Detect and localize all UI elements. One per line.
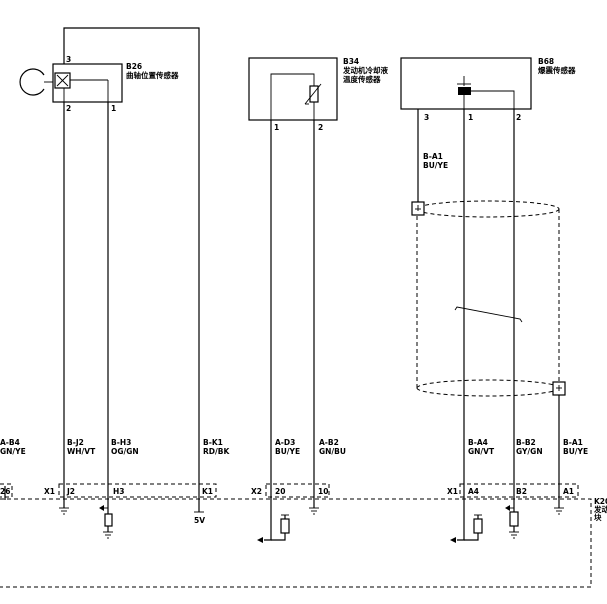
h3-input-circuit [99,505,113,539]
shield-wire-circuit: B-A1 [423,152,443,161]
b68-pin-2: 2 [516,113,521,122]
b34-id: B34 [343,57,359,66]
b34-box [248,57,338,121]
ground-icon [59,505,69,515]
wire-label-color: BU/YE [275,447,300,456]
resistor-icon [280,518,290,534]
connector-pin: H3 [113,487,125,496]
ground-icon [309,505,319,515]
connector-x1-right: X1 A4 B2 A1 [447,483,579,498]
5v-label: 5V [194,516,205,525]
wire-label-color: GN/BU [319,447,346,456]
k20-name-line1: 发动 [593,504,607,514]
b34-name-line1: 发动机冷却液 [342,65,388,75]
shield-wire-color: BU/YE [423,161,448,170]
b26-crank-sensor: B26 曲轴位置传感器 3 2 1 [19,55,179,113]
b68-pin-1: 1 [468,113,473,122]
b2-input-circuit [505,505,519,539]
x2-20-input-circuit [257,505,290,543]
wire-label-circuit: A-D3 [275,438,295,447]
b26-pin-2: 2 [66,104,71,113]
connector-name: X2 [251,487,262,496]
b34-name-line2: 温度传感器 [343,74,381,84]
connector-name: X1 [44,487,55,496]
arrow-left-icon [505,505,510,511]
resistor-icon [473,518,483,534]
twisted-pair-icon [454,306,523,323]
arrow-left-icon [450,537,456,543]
connector-pin: A1 [563,487,574,496]
b68-box [400,57,532,110]
b34-coolant-temp-sensor: B34 发动机冷却液 温度传感器 1 2 [248,57,388,132]
cable-shield-icon [411,200,566,397]
b26-id: B26 [126,62,142,71]
b34-pin-2: 2 [318,123,323,132]
connector-pin: A4 [468,487,479,496]
wire-label-circuit: A-B4 [0,438,20,447]
k20-module-boundary: K20 发动 块 [0,497,607,588]
b26-box [52,63,123,103]
b26-pin-1: 1 [111,104,116,113]
arrow-left-icon [257,537,263,543]
connector-x1-left: 26 X1 J2 H3 K1 [0,483,217,498]
b68-knock-sensor: B68 爆震传感器 3 1 2 [400,57,576,122]
resistor-icon [509,511,519,527]
wire-label-color: OG/GN [111,447,139,456]
b26-pin-3: 3 [66,55,71,64]
wire-label-color: GN/YE [0,447,26,456]
wire-label-circuit: B-K1 [203,438,223,447]
wire-label-circuit: B-J2 [67,438,84,447]
wire-label-circuit: B-H3 [111,438,131,447]
b68-pin-3: 3 [424,113,429,122]
wire-label-circuit: B-A4 [468,438,488,447]
wire-label-color: GY/GN [516,447,543,456]
wire-label-color: WH/VT [67,447,96,456]
connector-name: X1 [447,487,458,496]
piezo-element-icon [458,87,471,95]
resistor-icon [104,513,113,527]
connector-pin: B2 [516,487,527,496]
b68-id: B68 [538,57,554,66]
b34-pin-1: 1 [274,123,279,132]
wire-label-circuit: A-B2 [319,438,339,447]
wire-label-circuit: B-A1 [563,438,583,447]
connector-pin: J2 [66,487,75,496]
arrow-left-icon [99,505,104,511]
connector-pin: K1 [202,487,213,496]
k1-5v-reference: 5V [194,505,205,525]
a4-input-circuit [450,505,483,543]
ground-icon [554,505,564,515]
connector-x2: X2 20 10 [251,483,330,498]
wire-label-color: BU/YE [563,447,588,456]
wire-label-color: RD/BK [203,447,230,456]
b26-5v-supply-wire [63,27,200,505]
b26-name: 曲轴位置传感器 [126,70,179,80]
connector-pin: 10 [318,487,328,496]
k20-id: K20 [594,497,607,506]
reluctor-ring-icon [19,68,45,96]
wire-label-color: GN/VT [468,447,495,456]
thermistor-icon [309,85,319,103]
connector-pin: 20 [275,487,285,496]
wire-label-circuit: B-B2 [516,438,536,447]
b68-name: 爆震传感器 [538,65,576,75]
k20-name-line2: 块 [594,512,602,522]
wire-labels: A-B4 GN/YE B-J2 WH/VT B-H3 OG/GN B-K1 RD… [0,438,588,456]
connector-pin: 26 [0,487,10,496]
